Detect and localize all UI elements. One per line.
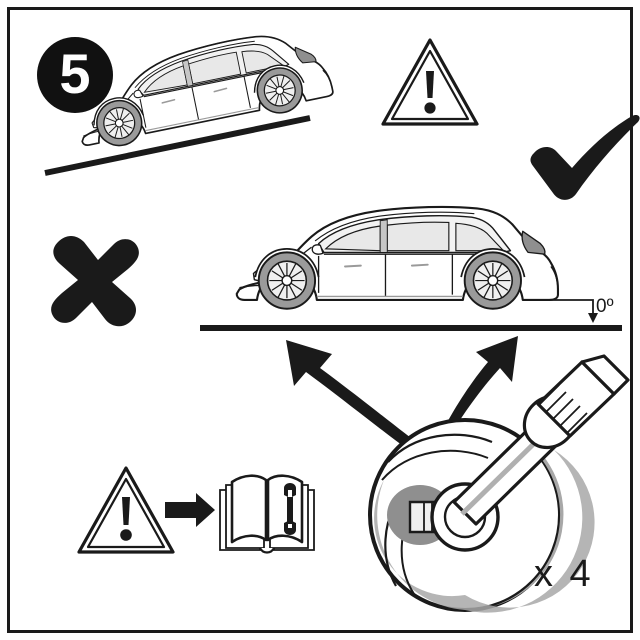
check-mark-icon bbox=[530, 114, 640, 200]
warning-triangle-icon-manual bbox=[77, 466, 175, 554]
quantity-label: x 4 bbox=[534, 553, 594, 595]
arrow-right-icon bbox=[165, 493, 215, 527]
step-number-label: 5 bbox=[59, 41, 91, 105]
arrow-to-front-wheel bbox=[286, 340, 424, 454]
illustration-frame-border: 5 0º x 4 bbox=[7, 7, 640, 633]
torque-wrench-on-wheel-bolt bbox=[368, 354, 630, 613]
warning-triangle-icon-top bbox=[381, 38, 479, 126]
slope-ground-line bbox=[44, 115, 311, 176]
illustration-artboard: 5 0º x 4 bbox=[10, 10, 640, 630]
angle-annotation-leader bbox=[538, 299, 598, 323]
cross-mark-icon bbox=[51, 236, 139, 327]
car-on-level-ground-correct bbox=[235, 205, 560, 310]
angle-label: 0º bbox=[596, 296, 614, 317]
illustration-vector-layer bbox=[37, 21, 640, 613]
manual-book-icon bbox=[219, 474, 315, 554]
step-number-badge bbox=[37, 37, 113, 113]
wrench-icon bbox=[284, 483, 296, 535]
